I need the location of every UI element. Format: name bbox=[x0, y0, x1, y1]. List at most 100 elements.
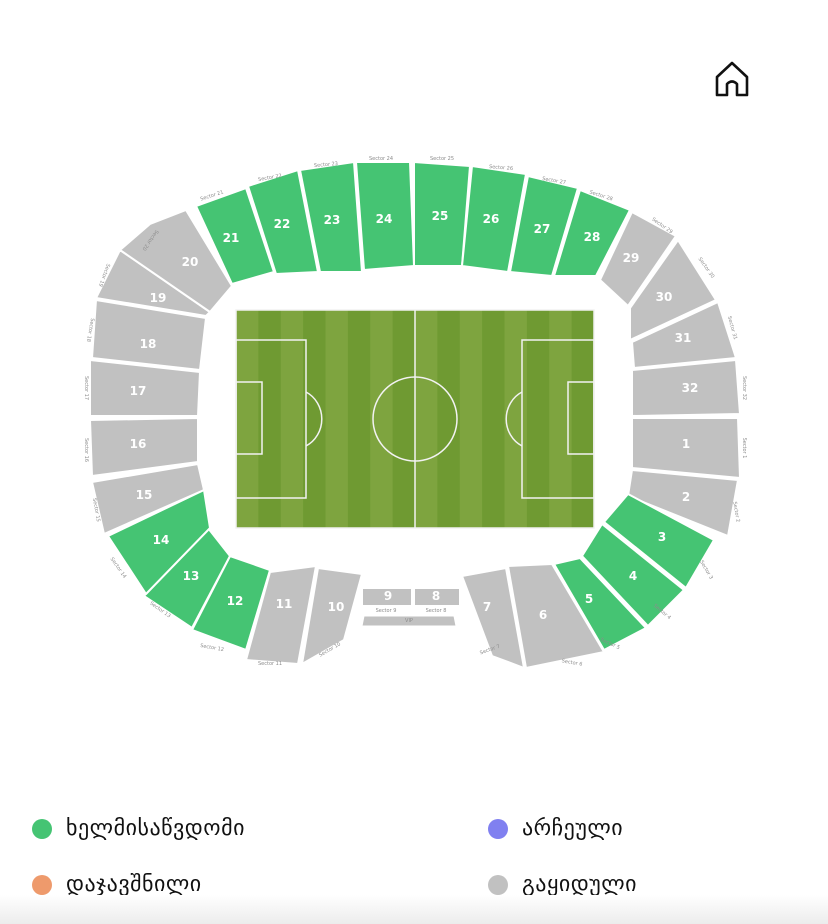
sector-caption: Sector 2 bbox=[731, 501, 741, 523]
sector-shape bbox=[631, 359, 741, 417]
sector-24[interactable]: 24 Sector 24 bbox=[355, 156, 415, 271]
sector-caption: Sector 9 bbox=[376, 608, 397, 614]
selected-color-dot bbox=[488, 818, 508, 839]
vip-caption: VIP bbox=[405, 618, 413, 624]
vip-sector[interactable]: VIP bbox=[361, 615, 457, 627]
sector-shape bbox=[631, 301, 737, 369]
sector-number: 25 bbox=[432, 209, 449, 223]
sold-color-dot bbox=[488, 874, 508, 895]
pitch-stripe bbox=[482, 310, 505, 528]
sector-shape bbox=[91, 463, 205, 535]
sector-number: 24 bbox=[376, 212, 393, 226]
pitch-stripe bbox=[459, 310, 483, 528]
sector-caption: Sector 23 bbox=[314, 161, 338, 169]
pitch-markings bbox=[235, 309, 595, 529]
legend-item-reserved: დაჯავშნილი bbox=[32, 872, 202, 897]
sector-25[interactable]: 25 Sector 25 bbox=[413, 156, 471, 267]
available-color-dot bbox=[32, 818, 52, 839]
sector-shape bbox=[247, 169, 319, 275]
pitch-stripe bbox=[415, 310, 438, 528]
sector-shape bbox=[245, 565, 317, 665]
sector-caption: Sector 3 bbox=[698, 559, 714, 580]
legend-label-sold: გაყიდული bbox=[522, 872, 638, 897]
center-circle bbox=[372, 376, 458, 462]
legend-item-selected: არჩეული bbox=[488, 816, 623, 841]
sector-shape bbox=[299, 161, 363, 273]
sector-shape bbox=[361, 587, 413, 607]
sector-shape bbox=[553, 557, 647, 651]
pitch-stripe bbox=[236, 310, 259, 528]
sector-number: 15 bbox=[136, 488, 153, 502]
sector-caption: Sector 22 bbox=[258, 173, 283, 183]
sector-shape bbox=[461, 165, 527, 273]
pitch-stripe bbox=[504, 310, 528, 528]
sector-23[interactable]: 23 Sector 23 bbox=[299, 161, 363, 273]
sector-number: 4 bbox=[629, 569, 637, 583]
sector-shape bbox=[195, 187, 275, 285]
pitch-stripe bbox=[280, 310, 304, 528]
sector-number: 13 bbox=[183, 569, 200, 583]
sector-number: 27 bbox=[534, 222, 551, 236]
sector-caption: Sector 24 bbox=[369, 156, 393, 162]
sector-shape bbox=[599, 211, 677, 307]
left-goal-box bbox=[235, 381, 263, 455]
sector-shape bbox=[89, 359, 201, 417]
legend-label-available: ხელმისაწვდომი bbox=[66, 816, 245, 841]
pitch-stripe bbox=[392, 310, 416, 528]
reserved-color-dot bbox=[32, 874, 52, 895]
sector-shape bbox=[631, 417, 741, 479]
sector-number: 7 bbox=[483, 600, 491, 614]
right-goal-box bbox=[567, 381, 595, 455]
sector-number: 6 bbox=[539, 608, 547, 622]
legend-item-sold: გაყიდული bbox=[488, 872, 637, 897]
sector-number: 1 bbox=[682, 437, 690, 451]
legend-label-selected: არჩეული bbox=[522, 816, 624, 841]
sector-shape bbox=[627, 469, 739, 537]
sector-caption: Sector 8 bbox=[426, 608, 447, 614]
sector-shape bbox=[461, 567, 525, 669]
pitch-stripe bbox=[549, 310, 573, 528]
sector-number: 8 bbox=[432, 589, 440, 603]
pitch-stripe bbox=[370, 310, 394, 528]
sector-number: 23 bbox=[324, 213, 341, 227]
sector-number: 14 bbox=[153, 533, 170, 547]
sector-shape bbox=[91, 299, 207, 371]
sector-number: 3 bbox=[658, 530, 666, 544]
pitch-stripe bbox=[303, 310, 326, 528]
pitch-stripe bbox=[571, 310, 595, 528]
sector-caption: Sector 32 bbox=[741, 376, 747, 400]
sector-caption: Sector 11 bbox=[258, 661, 282, 667]
sector-caption: Sector 26 bbox=[489, 164, 513, 172]
sector-caption: Sector 15 bbox=[91, 498, 101, 523]
sector-shape bbox=[413, 587, 461, 607]
sector-caption: Sector 18 bbox=[85, 318, 95, 343]
sector-number: 9 bbox=[384, 589, 392, 603]
pitch-stripe bbox=[325, 310, 349, 528]
home-button[interactable] bbox=[710, 58, 754, 102]
sector-number: 10 bbox=[328, 600, 345, 614]
sector-number: 5 bbox=[585, 592, 593, 606]
sector-caption: Sector 25 bbox=[430, 156, 454, 162]
sector-shape bbox=[603, 493, 715, 589]
sector-caption: Sector 16 bbox=[83, 438, 89, 462]
right-penalty-arc bbox=[505, 391, 523, 447]
